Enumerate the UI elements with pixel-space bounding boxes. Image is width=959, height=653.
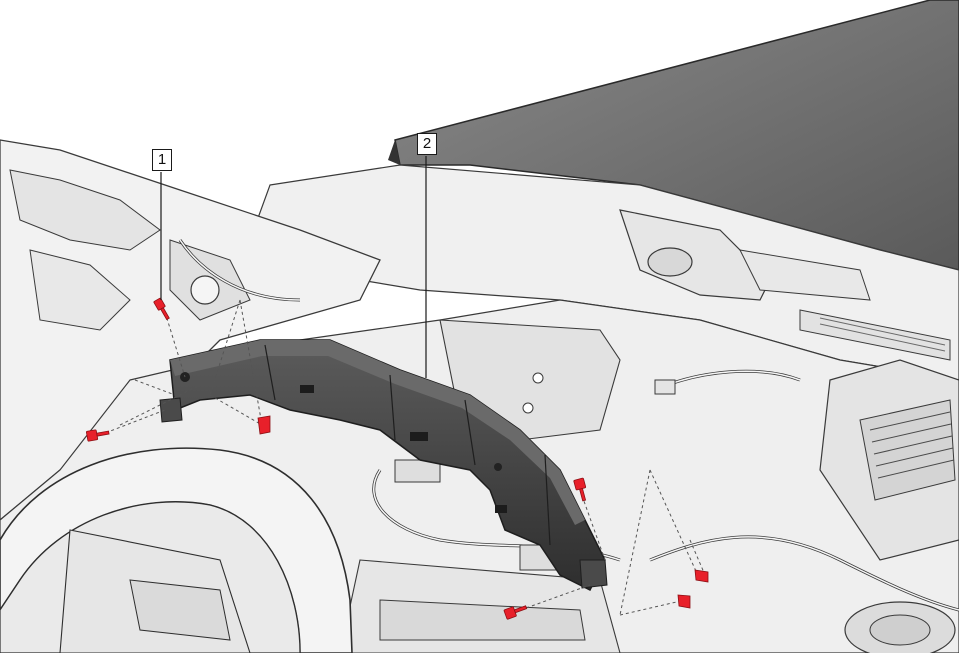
bolt-icon xyxy=(86,429,110,442)
bolt-icon xyxy=(503,605,528,620)
callout-label-1: 1 xyxy=(152,149,172,171)
installation-guide-lines xyxy=(99,299,706,616)
callout-label-2: 2 xyxy=(417,133,437,155)
callout-leaders xyxy=(160,156,427,378)
component-2-bracket xyxy=(159,339,608,592)
cowl-panel xyxy=(249,164,959,381)
steering-wheel xyxy=(0,447,353,653)
bolt-icon xyxy=(153,297,170,321)
bolt-icon xyxy=(573,477,587,502)
fasteners-red xyxy=(86,297,709,620)
clip-icon xyxy=(257,415,709,609)
